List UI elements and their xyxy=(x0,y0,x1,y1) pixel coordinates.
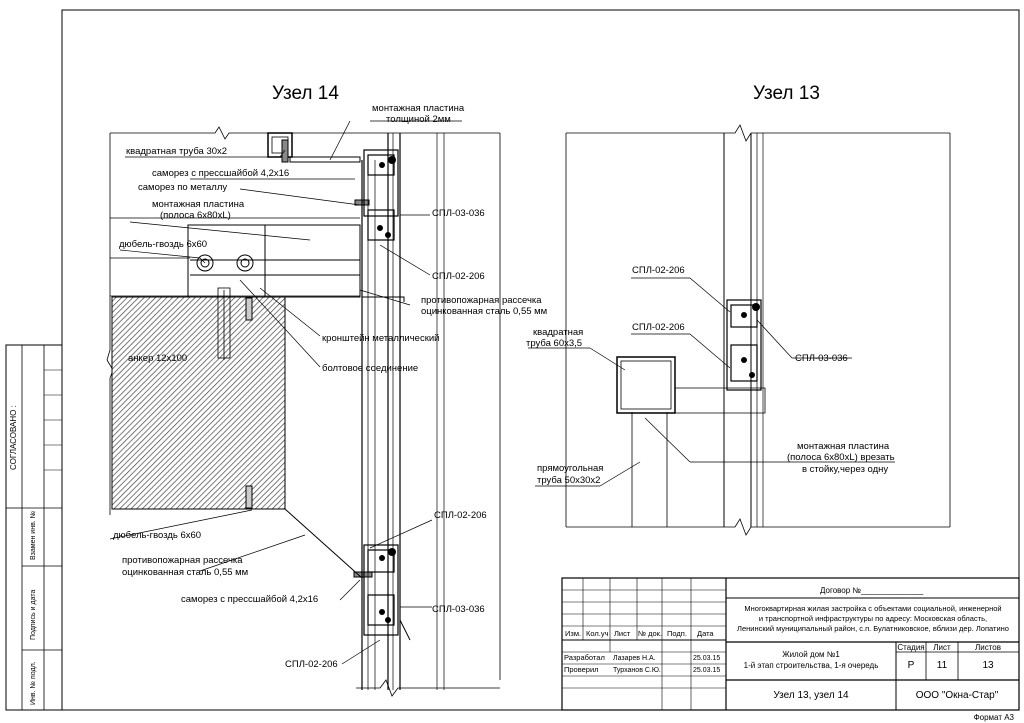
label-anchor: анкер 12х100 xyxy=(128,353,187,364)
profile-seals xyxy=(377,156,396,623)
profile-sections xyxy=(363,149,399,636)
role-developer: Разработал xyxy=(564,653,605,662)
bolt-connection xyxy=(196,254,254,272)
mounting-plate-13 xyxy=(675,387,766,414)
label13-sq-tube-l1: квадратная xyxy=(533,327,583,338)
label-bolt: болтовое соединение xyxy=(322,363,418,374)
label-fire-cut-bottom-l1: противопожарная рассечка xyxy=(122,555,243,566)
label13-sq-tube-l2: труба 60х3,5 xyxy=(526,338,582,349)
label-fire-cut-top-l2: оцинкованная сталь 0,55 мм xyxy=(421,306,547,317)
date-checker: 25.03.15 xyxy=(693,667,720,674)
label-bracket: кронштейн металлический xyxy=(322,333,439,344)
leader-lines xyxy=(109,120,462,665)
stage-header: Стадия xyxy=(897,643,924,652)
hdr-doc: № док. xyxy=(638,629,662,638)
mounting-plate-2mm xyxy=(289,156,361,163)
label13-spl206-a: СПЛ-02-206 xyxy=(632,265,685,276)
anchor xyxy=(217,287,231,360)
inv-orig-label: Инв. № подл. xyxy=(30,661,37,705)
node-13: Узел 13 xyxy=(526,83,951,536)
node-14: Узел 14 xyxy=(106,83,547,697)
role-checker: Проверил xyxy=(564,665,599,674)
stage-value: Р xyxy=(908,660,915,671)
label-dowel-top: дюбель-гвоздь 6х60 xyxy=(119,239,207,250)
profile-sections-13 xyxy=(726,299,762,391)
sheets-header: Листов xyxy=(975,643,1001,652)
label-spl206-mid: СПЛ-02-206 xyxy=(434,510,487,521)
label13-plate-l3: в стойку,через одну xyxy=(802,464,888,475)
label-spl036-top: СПЛ-03-036 xyxy=(432,208,485,219)
leader-lines-13 xyxy=(528,277,895,487)
title-block: Изм. Кол.уч Лист № док. Подп. Дата Разра… xyxy=(561,577,1020,711)
hdr-list: Лист xyxy=(614,629,631,638)
company-name: ООО "Окна-Стар" xyxy=(916,690,999,701)
square-tube-60 xyxy=(616,356,676,414)
node-14-title: Узел 14 xyxy=(272,83,339,104)
contract-number: Договор №______________ xyxy=(820,586,924,595)
label13-spl206-b: СПЛ-02-206 xyxy=(632,322,685,333)
label-spl206-bottom: СПЛ-02-206 xyxy=(285,659,338,670)
concrete-slab xyxy=(111,296,286,510)
metal-bracket xyxy=(187,224,361,298)
label13-plate-l1: монтажная пластина xyxy=(797,441,890,452)
label-screw-washer-top: саморез с прессшайбой 4,2х16 xyxy=(152,168,289,179)
title-block-people: Разработал Лазарев Н.А. 25.03.15 Провери… xyxy=(564,653,720,674)
node-13-title: Узел 13 xyxy=(753,83,820,104)
name-checker: Турханов С.Ю. xyxy=(613,667,661,674)
date-developer: 25.03.15 xyxy=(693,655,720,662)
label-screw-washer-bottom: саморез с прессшайбой 4,2х16 xyxy=(181,594,318,605)
sign-date-label: Подпись и дата xyxy=(30,590,37,640)
label-spl036-bottom: СПЛ-03-036 xyxy=(432,604,485,615)
side-stamp: СОГЛАСОВАНО : Взамен инв. № Подпись и да… xyxy=(5,344,63,711)
label13-spl036: СПЛ-03-036 xyxy=(795,353,848,364)
label-plate-2mm-l2: толщиной 2мм xyxy=(386,114,451,125)
dowels xyxy=(245,297,253,509)
label-fire-cut-top-l1: противопожарная рассечка xyxy=(421,295,542,306)
sheet-header: Лист xyxy=(933,643,951,652)
object-line-2: 1-й этап строительства, 1-я очередь xyxy=(744,661,879,670)
node-13-labels: СПЛ-02-206 СПЛ-02-206 СПЛ-03-036 квадрат… xyxy=(526,265,895,486)
drawing-name: Узел 13, узел 14 xyxy=(773,690,849,701)
screws xyxy=(281,139,373,578)
node-13-frame xyxy=(565,124,951,536)
sheets-value: 13 xyxy=(982,660,994,671)
profile-column xyxy=(361,133,445,690)
name-developer: Лазарев Н.А. xyxy=(613,655,656,662)
format-label: Формат А3 xyxy=(974,713,1015,722)
label-screw-metal: саморез по металлу xyxy=(138,182,227,193)
label-plate-2mm-l1: монтажная пластина xyxy=(372,103,465,114)
object-line-1: Жилой дом №1 xyxy=(782,650,840,659)
profile-seals-13 xyxy=(741,303,760,378)
label-plate-strip-l1: монтажная пластина xyxy=(152,199,245,210)
title-block-headers: Изм. Кол.уч Лист № док. Подп. Дата xyxy=(565,629,714,638)
mullion-lines xyxy=(631,133,764,527)
hdr-izm: Изм. xyxy=(565,629,581,638)
label-square-tube: квадратная труба 30х2 xyxy=(126,146,227,157)
node-14-labels: монтажная пластина толщиной 2мм квадратн… xyxy=(113,103,547,670)
sheet-value: 11 xyxy=(937,660,948,671)
agreed-label: СОГЛАСОВАНО : xyxy=(9,405,18,470)
hdr-sign: Подп. xyxy=(667,629,687,638)
hdr-date: Дата xyxy=(697,629,714,638)
project-line-2: и транспортной инфраструктуры по адресу:… xyxy=(759,614,987,623)
label13-rect-tube-l1: прямоугольная xyxy=(537,463,603,474)
project-line-3: Ленинский муниципальный район, с.п. Була… xyxy=(737,624,1009,633)
label13-rect-tube-l2: труба 50х30х2 xyxy=(537,475,600,486)
label13-plate-l2: (полоса 6х80хL) врезать xyxy=(787,452,895,463)
label-fire-cut-bottom-l2: оцинкованная сталь 0,55 мм xyxy=(122,567,248,578)
project-line-1: Многоквартирная жилая застройка с объект… xyxy=(744,604,1001,613)
fire-cut xyxy=(284,296,411,641)
label-plate-strip-l2: (полоса 6х80хL) xyxy=(160,210,231,221)
label-spl206-top: СПЛ-02-206 xyxy=(432,271,485,282)
inv-replace-label: Взамен инв. № xyxy=(30,511,37,560)
hdr-kol: Кол.уч xyxy=(586,629,609,638)
label-dowel-bottom: дюбель-гвоздь 6х60 xyxy=(113,530,201,541)
